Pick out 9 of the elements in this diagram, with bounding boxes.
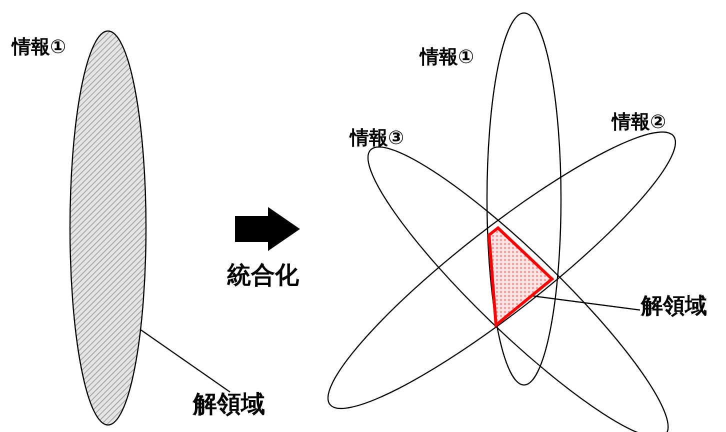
leader-line — [532, 295, 640, 311]
region-label: 解領域 — [641, 296, 707, 318]
set-label: 情報① — [420, 48, 474, 67]
set-label: 情報③ — [350, 129, 404, 148]
set-label: 情報① — [12, 38, 66, 57]
process-label: 統合化 — [227, 263, 299, 287]
set-label: 情報② — [612, 113, 666, 132]
leader-line — [140, 330, 230, 392]
region-label: 解領域 — [193, 392, 265, 416]
